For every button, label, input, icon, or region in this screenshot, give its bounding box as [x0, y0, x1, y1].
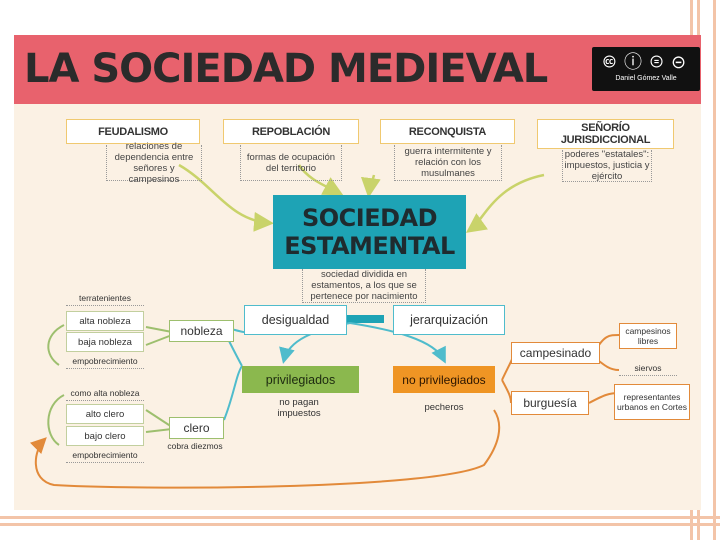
- arrow-feudalismo: [178, 163, 274, 232]
- repoblacion-box: REPOBLACIÓN: [223, 119, 359, 144]
- repoblacion-note: formas de ocupación del territorio: [240, 145, 342, 181]
- page-title: LA SOCIEDAD MEDIEVAL: [24, 46, 548, 92]
- privilegiados-note: no pagan impuestos: [277, 397, 321, 419]
- desigualdad-box: desigualdad: [244, 305, 347, 335]
- cc-license-icon: 🅭 ⓘ ⊜ ⊝: [603, 52, 689, 72]
- sociedad-estamental-box: SOCIEDAD ESTAMENTAL: [273, 195, 466, 269]
- frame-line-bottom-1: [0, 516, 720, 519]
- senorio-box: SEÑORÍO JURISDICCIONAL: [537, 119, 674, 149]
- clero-sub-empobrecimiento: empobrecimiento: [66, 449, 144, 463]
- frame-line-bottom-2: [0, 523, 720, 526]
- campesinado-box: campesinado: [511, 342, 600, 364]
- privilegiados-box: privilegiados: [242, 366, 359, 393]
- nobleza-sub-baja: baja nobleza: [66, 332, 144, 352]
- frame-line-right-3: [713, 0, 716, 540]
- arrow-repoblacion: [297, 164, 344, 196]
- no-privilegiados-box: no privilegiados: [393, 366, 495, 393]
- campesinado-sub-siervos: siervos: [619, 362, 677, 376]
- feudalismo-box: FEUDALISMO: [66, 119, 200, 144]
- reconquista-note: guerra intermitente y relación con los m…: [394, 145, 502, 181]
- nobleza-sub-empobrecimiento: empobrecimiento: [66, 355, 144, 369]
- nobleza-sub-alta: alta nobleza: [66, 311, 144, 331]
- clero-note: cobra diezmos: [167, 440, 223, 451]
- burguesia-box: burguesía: [511, 391, 589, 415]
- campesinado-sub-libres: campesinos libres: [619, 323, 677, 349]
- arrow-senorio: [465, 173, 545, 233]
- burguesia-sub-representantes: representantes urbanos en Cortes: [614, 384, 690, 420]
- jerarquizacion-box: jerarquización: [393, 305, 505, 335]
- concept-map-slide: LA SOCIEDAD MEDIEVAL 🅭 ⓘ ⊜ ⊝ Daniel Góme…: [14, 35, 701, 510]
- clero-sub-alto: alto clero: [66, 404, 144, 424]
- reconquista-box: RECONQUISTA: [380, 119, 515, 144]
- creative-commons-badge: 🅭 ⓘ ⊜ ⊝ Daniel Gómez Valle: [592, 47, 700, 91]
- no-privilegiados-note: pecheros: [424, 401, 464, 413]
- sociedad-estamental-note: sociedad dividida en estamentos, a los q…: [302, 269, 426, 303]
- connector-lines: [29, 163, 620, 489]
- clero-sub-como-alta: como alta nobleza: [66, 387, 144, 401]
- feudalismo-note: relaciones de dependencia entre señores …: [106, 141, 202, 185]
- nobleza-box: nobleza: [169, 320, 234, 342]
- title-banner: LA SOCIEDAD MEDIEVAL 🅭 ⓘ ⊜ ⊝ Daniel Góme…: [14, 35, 701, 104]
- author-name: Daniel Gómez Valle: [615, 75, 677, 82]
- clero-box: clero: [169, 417, 224, 439]
- arrow-reconquista: [360, 174, 381, 198]
- nobleza-sub-terratenientes: terratenientes: [66, 292, 144, 306]
- senorio-note: poderes "estatales": impuestos, justicia…: [562, 149, 652, 182]
- clero-sub-bajo: bajo clero: [66, 426, 144, 446]
